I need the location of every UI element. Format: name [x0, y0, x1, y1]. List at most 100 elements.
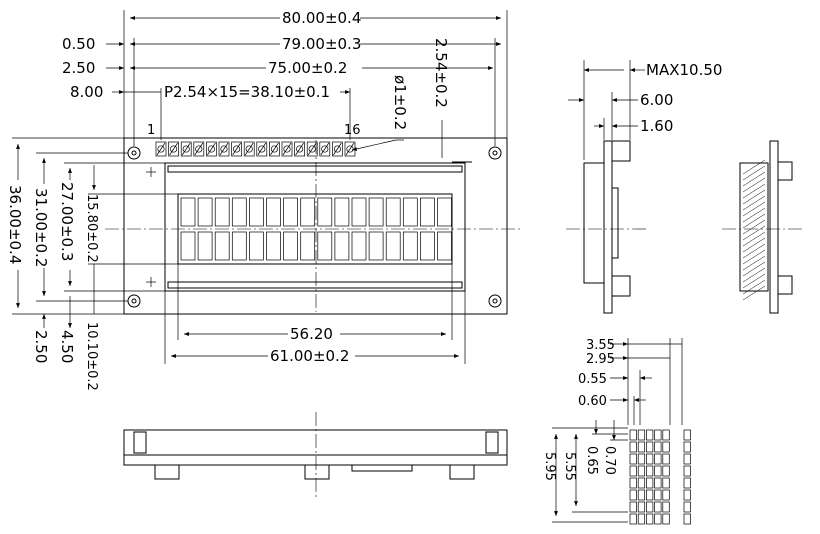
hatch-line [742, 249, 766, 265]
dot [637, 489, 646, 501]
char-cell [214, 197, 230, 227]
dot [629, 501, 637, 513]
dot-d355: 3.55 [586, 338, 615, 353]
pin-7 [231, 141, 242, 157]
hatch-line [742, 165, 766, 181]
dot [662, 465, 670, 477]
bezel-bottom-strip [167, 281, 463, 289]
char-cell [437, 231, 452, 261]
side-max-thickness: MAX10.50 [646, 61, 722, 79]
dot [662, 429, 670, 441]
dot [646, 465, 654, 477]
dot [654, 429, 662, 441]
dot [662, 513, 670, 525]
alignment-marks [146, 167, 156, 287]
char-cell [283, 197, 298, 227]
dot [637, 477, 646, 489]
char-cell [317, 197, 333, 227]
char-cell [180, 197, 196, 227]
hatch-line [742, 255, 766, 271]
char-cell [402, 231, 418, 261]
dot-detail: 3.55 2.95 0.55 0.60 5.95 5.55 0.65 0.70 [542, 338, 691, 525]
char-cell [351, 197, 367, 227]
hatch-line [742, 159, 766, 175]
dot [629, 489, 637, 501]
bottom-foot-center [304, 464, 330, 480]
bottom-view [123, 412, 508, 500]
hatch-line [742, 177, 766, 193]
char-cell [368, 197, 384, 227]
dot [654, 453, 662, 465]
section-pcb [769, 140, 779, 314]
hatch-line [742, 231, 766, 247]
pin-11 [281, 141, 293, 157]
dot [654, 477, 662, 489]
char-cell [317, 231, 333, 261]
front-horizontal-dims: 80.00±0.4 0.50 79.00±0.3 2.50 75.00±0.2 … [62, 9, 508, 158]
section-hatching [742, 159, 766, 301]
pin-8 [243, 141, 255, 157]
hatch-line [742, 183, 766, 199]
dot [637, 429, 646, 441]
bezel-outline [164, 162, 466, 292]
dot-d295: 2.95 [586, 352, 615, 367]
char-cell [214, 231, 230, 261]
dot [662, 441, 670, 453]
dot [629, 441, 637, 453]
char-cell [385, 231, 401, 261]
char-cell [334, 197, 350, 227]
dot [662, 501, 670, 513]
hatch-line [742, 201, 766, 217]
dot [683, 489, 691, 501]
hatch-line [742, 195, 766, 211]
hatch-line [742, 243, 766, 259]
dim-050: 0.50 [62, 35, 95, 53]
char-cell [420, 231, 435, 261]
dot [654, 465, 662, 477]
pin-5 [206, 141, 217, 157]
dot-d555: 5.55 [562, 452, 577, 481]
dot [654, 513, 662, 525]
hatch-line [742, 267, 766, 283]
pin-1-label: 1 [147, 123, 155, 138]
dim-height-3: 27.00±0.3 [58, 182, 76, 261]
pin-4 [193, 141, 205, 157]
dot [646, 453, 654, 465]
dot [662, 477, 670, 489]
pin-2 [168, 141, 179, 157]
hatch-line [742, 285, 766, 301]
dim-bezel-w: 61.00±0.2 [270, 347, 349, 365]
dim-view-h: 15.80±0.2 [84, 194, 99, 263]
pin-12 [294, 141, 305, 157]
front-view: 1 16 [105, 123, 520, 315]
hatch-line [742, 213, 766, 229]
hatch-line [742, 207, 766, 223]
bottom-foot-left [154, 464, 180, 480]
dot-d060: 0.60 [578, 394, 607, 409]
front-bottom-dims: 56.20 61.00±0.2 [164, 264, 466, 365]
char-cell [249, 197, 264, 227]
dot [637, 513, 646, 525]
dot [646, 477, 654, 489]
dot [683, 465, 691, 477]
pin-16 [344, 141, 356, 157]
pin-3 [180, 141, 192, 157]
dot [646, 501, 654, 513]
section-body [739, 162, 769, 292]
dot [629, 429, 637, 441]
dim-250: 2.50 [62, 59, 95, 77]
front-vertical-dims: 36.00±0.4 31.00±0.2 27.00±0.3 15.80±0.2 … [6, 137, 178, 391]
dim-hole-span: 79.00±0.3 [282, 35, 361, 53]
char-cell [334, 231, 350, 261]
dim-view-w: 56.20 [290, 325, 333, 343]
pin-14 [319, 141, 331, 157]
pin-6 [218, 141, 230, 157]
dot [683, 513, 691, 525]
dot-d055: 0.55 [578, 372, 607, 387]
char-cell [180, 231, 196, 261]
dot-matrix [629, 429, 691, 525]
dot [662, 489, 670, 501]
bezel-top-strip [167, 165, 463, 173]
dim-pin-offset: 2.54±0.2 [432, 38, 450, 108]
char-cell [437, 197, 452, 227]
